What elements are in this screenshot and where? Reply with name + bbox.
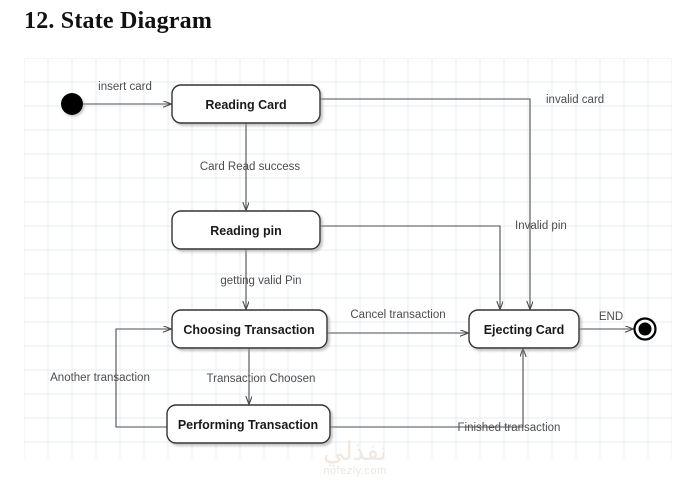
page-title: 12. State Diagram <box>24 8 213 34</box>
node-label-performing-transaction: Performing Transaction <box>178 418 318 432</box>
watermark-arabic-text: نفذلي <box>323 437 387 467</box>
grid-lines <box>24 58 672 458</box>
node-choosing-transaction[interactable]: Choosing Transaction <box>171 309 328 349</box>
edge-label-end: END <box>599 311 623 323</box>
watermark-latin-text: nofezly.com <box>323 465 386 477</box>
edge-insert-card[interactable]: insert card <box>83 81 171 104</box>
node-reading-card[interactable]: Reading Card <box>171 84 321 124</box>
node-start-initial[interactable] <box>61 93 83 115</box>
edge-label-invalid-card: invalid card <box>546 94 604 106</box>
edge-invalid-pin[interactable]: Invalid pin <box>320 220 567 309</box>
node-reading-pin[interactable]: Reading pin <box>171 210 321 250</box>
edge-label-invalid-pin: Invalid pin <box>515 220 567 232</box>
edge-label-cancel-transaction: Cancel transaction <box>350 309 445 321</box>
edge-getting-valid-pin[interactable]: getting valid Pin <box>220 249 302 309</box>
edge-transaction-choosen[interactable]: Transaction Choosen <box>207 348 316 404</box>
canvas-background <box>24 58 672 458</box>
node-ejecting-card[interactable]: Ejecting Card <box>468 309 580 349</box>
node-performing-transaction[interactable]: Performing Transaction <box>166 404 331 444</box>
edge-cancel-transaction[interactable]: Cancel transaction <box>327 309 468 333</box>
node-label-ejecting-card: Ejecting Card <box>484 323 565 337</box>
edge-label-insert-card: insert card <box>98 81 152 93</box>
node-label-reading-card: Reading Card <box>205 98 286 112</box>
edge-label-another-transaction: Another transaction <box>50 372 150 384</box>
edge-end[interactable]: END <box>579 311 633 329</box>
edge-label-transaction-choosen: Transaction Choosen <box>207 373 316 385</box>
edge-another-transaction[interactable]: Another transaction <box>50 329 171 428</box>
edge-label-getting-valid-pin: getting valid Pin <box>220 275 301 287</box>
edge-card-read-success[interactable]: Card Read success <box>200 123 301 210</box>
edge-label-finished-transaction: Finished transaction <box>458 422 561 434</box>
node-label-choosing-transaction: Choosing Transaction <box>183 323 314 337</box>
edge-invalid-card[interactable]: invalid card <box>320 94 604 309</box>
node-label-reading-pin: Reading pin <box>210 224 282 238</box>
watermark: نفذلي nofezly.com <box>323 437 387 477</box>
edge-label-card-read-success: Card Read success <box>200 161 301 173</box>
edge-finished-transaction[interactable]: Finished transaction <box>330 349 560 434</box>
node-end-final[interactable] <box>633 317 657 341</box>
